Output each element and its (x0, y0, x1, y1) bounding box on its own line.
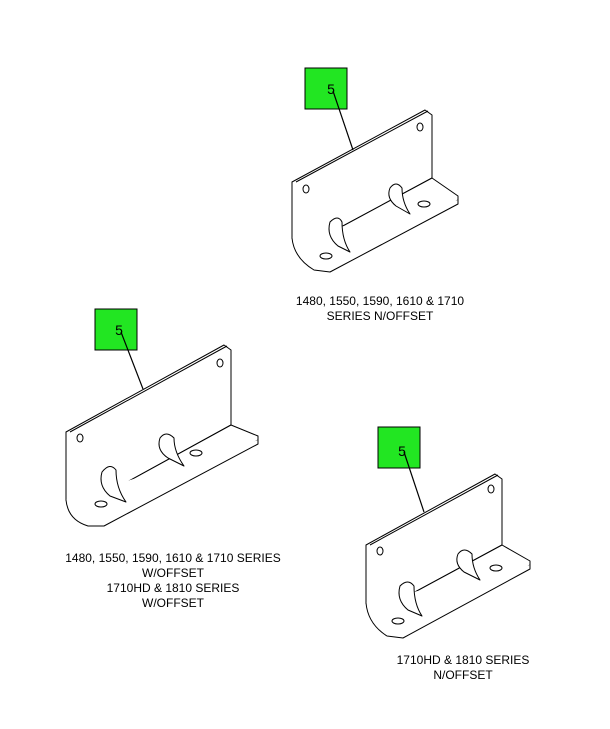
bracket-2-caption-line: W/OFFSET (142, 596, 204, 610)
bracket-2-callout (94, 308, 138, 351)
bracket-1-callout-label: 5 (327, 81, 335, 97)
bracket-2-caption: 1480, 1550, 1590, 1610 & 1710 SERIES W/O… (48, 551, 298, 611)
bracket-3-leader (403, 451, 425, 513)
bracket-2-callout-label: 5 (115, 322, 123, 338)
bracket-3-callout (377, 426, 421, 469)
bracket-2: 5 (65, 308, 259, 527)
bracket-2-caption-line: 1480, 1550, 1590, 1610 & 1710 SERIES (65, 551, 281, 565)
bracket-3-callout-label: 5 (398, 443, 406, 459)
bracket-3-caption-line: 1710HD & 1810 SERIES (396, 653, 530, 667)
bracket-1-caption: 1480, 1550, 1590, 1610 & 1710 SERIES N/O… (270, 294, 490, 324)
bracket-3-caption: 1710HD & 1810 SERIES N/OFFSET (373, 653, 553, 683)
bracket-1: 5 (291, 67, 459, 273)
bracket-2-drawing (65, 344, 259, 527)
bracket-2-caption-line: 1710HD & 1810 SERIES (106, 581, 240, 595)
bracket-3-drawing (365, 473, 531, 639)
bracket-1-drawing (291, 109, 459, 273)
bracket-2-caption-line: W/OFFSET (142, 566, 204, 580)
bracket-2-leader (120, 331, 144, 390)
bracket-3: 5 (365, 426, 531, 639)
bracket-1-callout (304, 67, 348, 110)
bracket-3-caption-line: N/OFFSET (433, 668, 493, 682)
bracket-1-leader (332, 90, 354, 151)
bracket-1-caption-line: SERIES N/OFFSET (326, 309, 434, 323)
bracket-1-caption-line: 1480, 1550, 1590, 1610 & 1710 (295, 294, 465, 308)
